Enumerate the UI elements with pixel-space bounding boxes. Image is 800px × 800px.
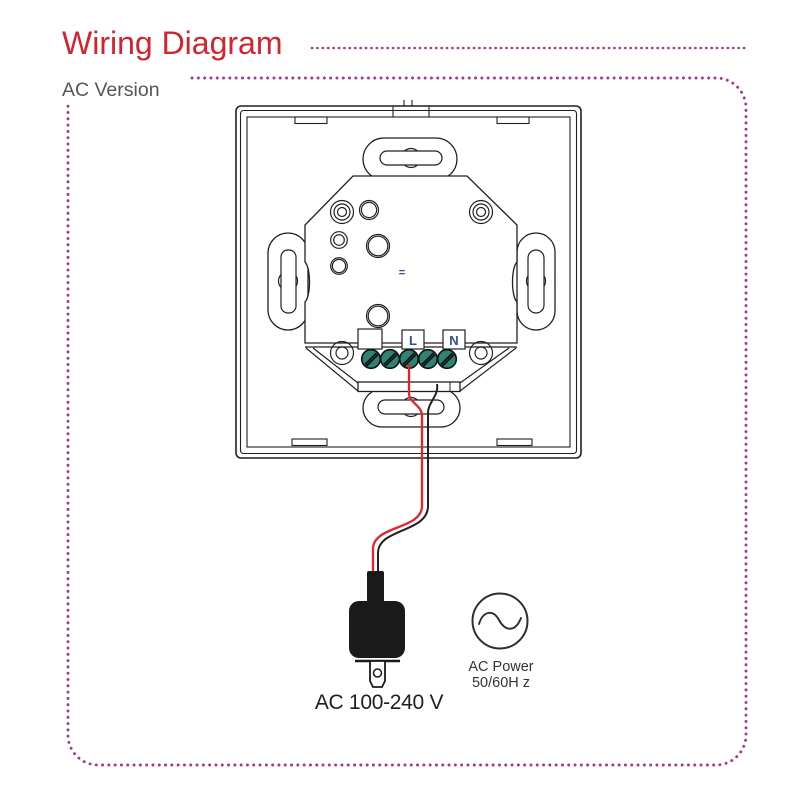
switch-outer-frame: [235, 105, 582, 459]
mounting-keyhole-bottom: [362, 388, 461, 428]
equals-mark: =: [399, 267, 405, 279]
page-title: Wiring Diagram: [62, 25, 283, 61]
terminal-label-box-live: [401, 329, 425, 350]
terminal-block: [360, 348, 458, 370]
terminal-label-box-blank: [357, 328, 383, 350]
switch-inner-frame: [246, 116, 571, 448]
clip-bottom-right: [496, 438, 533, 447]
terminal-label-neutral: N: [449, 333, 458, 348]
plug-neck: [367, 571, 384, 603]
mechanism-plate: [304, 175, 518, 344]
screw-terminal: [360, 348, 382, 370]
plug-body: [349, 601, 405, 658]
clip-top-right: [496, 116, 530, 125]
clip-top-left: [294, 116, 328, 125]
terminal-label-boxes: L N: [357, 328, 466, 350]
screw-terminal: [436, 348, 458, 370]
switch-outer-frame-inner-edge: [239, 109, 578, 455]
wire-red-live: [371, 364, 424, 574]
ac-plug: [349, 571, 405, 688]
mounting-keyhole-top: [362, 137, 458, 181]
plug-prong-hole: [372, 668, 383, 678]
top-seam-lines: [392, 100, 430, 117]
mounting-keyhole-right: [516, 232, 556, 331]
screw-terminal: [417, 348, 439, 370]
plug-voltage-label: AC 100-240 V: [315, 691, 444, 714]
ac-power-symbol: [471, 592, 529, 650]
switch-back-panel: = L N: [235, 100, 582, 459]
plate-screws-and-holes: [329, 199, 494, 366]
dotted-border-box: [66, 76, 748, 767]
section-label-ac-version: AC Version: [62, 79, 160, 101]
terminal-label-box-neutral: [442, 329, 466, 350]
terminal-label-live: L: [409, 333, 417, 348]
ac-power-label-line2: 50/60H z: [472, 675, 530, 691]
wire-black-neutral: [377, 383, 439, 574]
sine-wave-icon: [478, 612, 522, 630]
ac-power-label-line1: AC Power: [468, 659, 533, 675]
mounting-keyhole-left: [267, 232, 309, 331]
clip-bottom-left: [291, 438, 328, 447]
screw-terminal: [379, 348, 401, 370]
